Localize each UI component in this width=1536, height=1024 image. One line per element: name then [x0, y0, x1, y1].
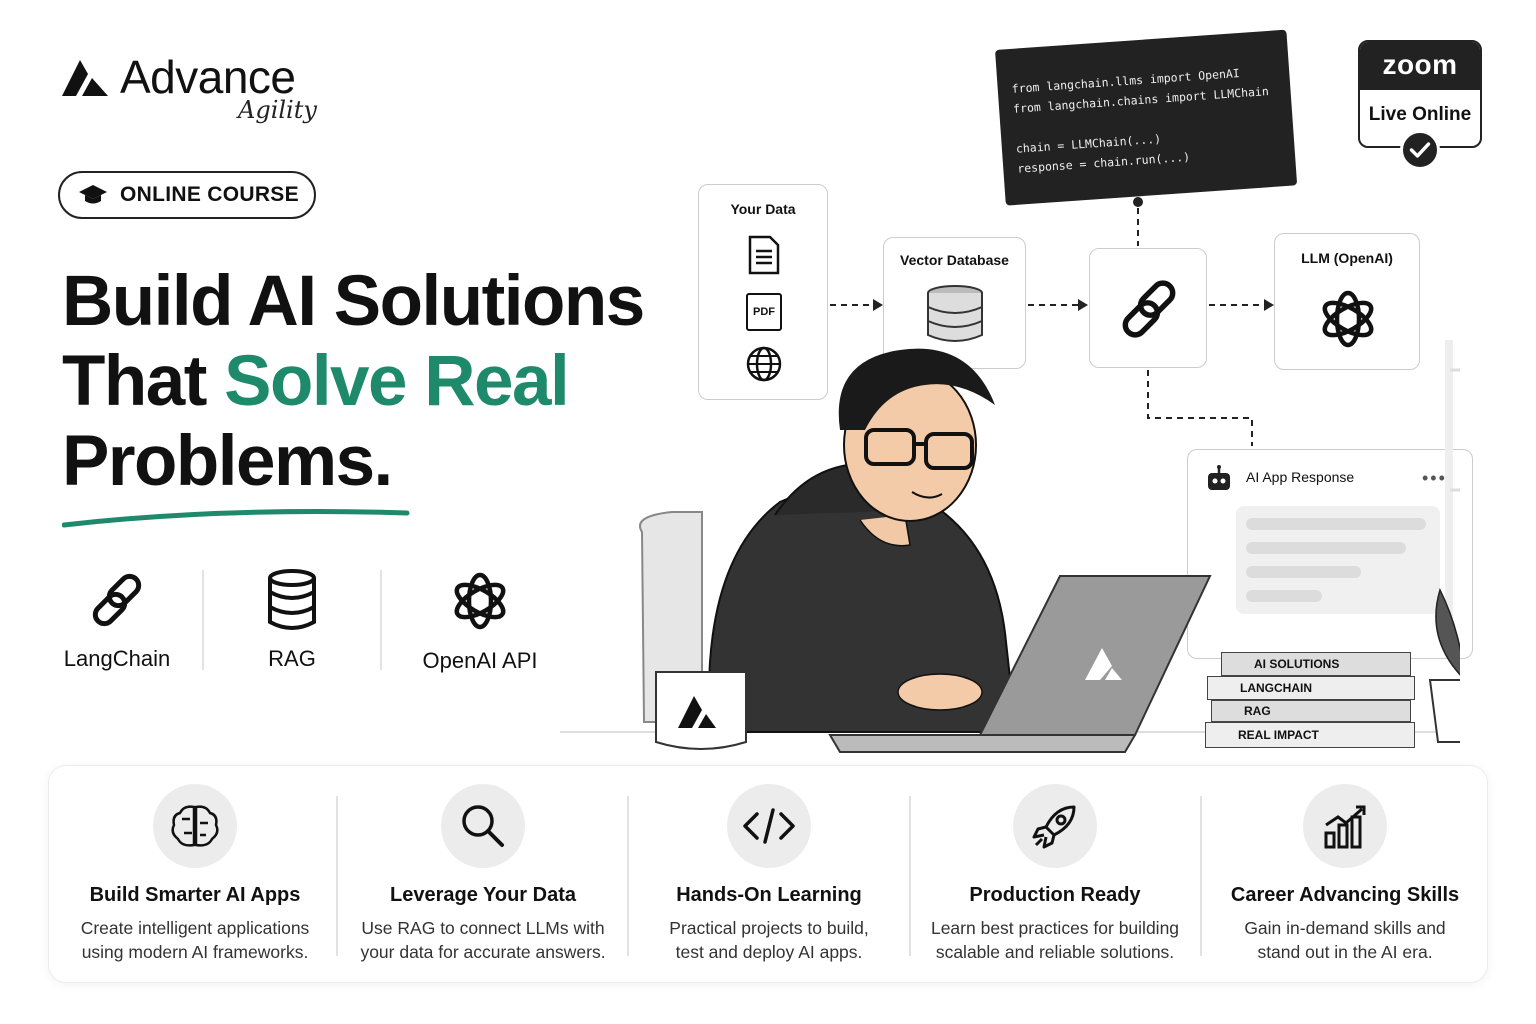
feature-divider	[909, 796, 911, 956]
feature-desc-line: test and deploy AI apps.	[675, 942, 863, 962]
feature-desc: Practical projects to build, test and dep…	[623, 916, 915, 964]
online-course-badge: ONLINE COURSE	[58, 171, 316, 219]
badge-label: ONLINE COURSE	[120, 183, 299, 206]
feature-hands-on: Hands-On Learning Practical projects to …	[623, 784, 915, 964]
book: LANGCHAIN	[1207, 676, 1415, 700]
headline-line-2: That Solve Real	[62, 342, 644, 422]
openai-icon	[1322, 290, 1374, 348]
feature-leverage-data: Leverage Your Data Use RAG to connect LL…	[337, 784, 629, 964]
tech-label: OpenAI API	[422, 648, 538, 673]
pdf-label: PDF	[753, 306, 775, 318]
document-icon	[748, 235, 780, 275]
feature-divider	[1200, 796, 1202, 956]
feature-desc-line: using modern AI frameworks.	[81, 942, 309, 962]
graduation-cap-icon	[79, 185, 107, 204]
globe-icon	[746, 346, 782, 382]
database-icon	[268, 569, 316, 630]
headline-underline	[62, 509, 410, 528]
response-line	[1246, 590, 1322, 602]
feature-desc-line: Practical projects to build,	[669, 918, 869, 938]
tech-label: RAG	[268, 646, 316, 671]
growth-chart-icon	[1303, 784, 1387, 868]
page-title: Build AI Solutions That Solve Real Probl…	[62, 262, 645, 502]
tech-divider	[202, 570, 204, 670]
more-options-icon[interactable]: •••	[1422, 468, 1447, 488]
search-icon	[441, 784, 525, 868]
chain-link-icon	[1122, 280, 1176, 338]
book: AI SOLUTIONS	[1221, 652, 1411, 676]
feature-desc: Use RAG to connect LLMs with your data fo…	[337, 916, 629, 964]
book: REAL IMPACT	[1205, 722, 1415, 748]
feature-title: Leverage Your Data	[389, 884, 576, 906]
llm-card: LLM (OpenAI)	[1274, 233, 1420, 370]
feature-desc-line: stand out in the AI era.	[1257, 942, 1433, 962]
tech-divider	[380, 570, 382, 670]
vector-database-title: Vector Database	[900, 252, 1009, 268]
langchain-node-card	[1089, 248, 1207, 368]
headline-accent: Solve Real	[224, 342, 570, 421]
vector-database-card: Vector Database	[883, 237, 1026, 369]
response-line	[1246, 542, 1406, 554]
headline-line-1: Build AI Solutions	[62, 262, 645, 341]
feature-desc-line: your data for accurate answers.	[360, 942, 606, 962]
chain-link-icon	[92, 573, 142, 627]
openai-icon	[454, 572, 506, 630]
feature-divider	[336, 796, 338, 956]
response-line	[1246, 518, 1426, 530]
brand-logo-icon	[62, 60, 108, 96]
brain-icon	[153, 784, 237, 868]
ai-response-card: AI App Response •••	[1187, 449, 1473, 659]
feature-desc: Create intelligent applications using mod…	[49, 916, 341, 964]
checkmark-icon	[1400, 130, 1440, 170]
developer-illustration	[560, 340, 1460, 753]
feature-desc-line: Learn best practices for building	[930, 918, 1180, 938]
features-strip: Build Smarter AI Apps Create intelligent…	[48, 765, 1488, 983]
feature-title: Build Smarter AI Apps	[89, 884, 301, 906]
book-stack: AI SOLUTIONS LANGCHAIN RAG REAL IMPACT	[1205, 652, 1415, 752]
ai-response-title: AI App Response	[1246, 469, 1355, 485]
response-bubble	[1236, 506, 1440, 614]
feature-divider	[627, 796, 629, 956]
feature-build-smarter: Build Smarter AI Apps Create intelligent…	[49, 784, 341, 964]
zoom-badge: zoom Live Online	[1358, 40, 1482, 148]
database-icon	[927, 285, 983, 342]
headline-line-3: Problems.	[62, 422, 393, 501]
tech-label: LangChain	[63, 646, 171, 671]
rocket-icon	[1013, 784, 1097, 868]
feature-desc: Gain in-demand skills and stand out in th…	[1199, 916, 1491, 964]
llm-title: LLM (OpenAI)	[1301, 250, 1393, 266]
your-data-card: Your Data PDF	[698, 184, 828, 400]
code-icon	[727, 784, 811, 868]
brand-tagline: Agility	[238, 96, 317, 124]
response-line	[1246, 566, 1361, 578]
feature-career-skills: Career Advancing Skills Gain in-demand s…	[1199, 784, 1491, 964]
feature-title: Production Ready	[969, 884, 1141, 906]
feature-title: Career Advancing Skills	[1230, 884, 1460, 906]
headline-line-2-text: That	[62, 342, 225, 421]
tech-langchain: LangChain	[52, 568, 182, 672]
live-online-label: Live Online	[1368, 104, 1472, 125]
tech-openai: OpenAI API	[405, 568, 555, 674]
feature-desc-line: Use RAG to connect LLMs with	[361, 918, 605, 938]
pdf-icon: PDF	[746, 293, 782, 331]
feature-desc-line: scalable and reliable solutions.	[935, 942, 1175, 962]
feature-production-ready: Production Ready Learn best practices fo…	[909, 784, 1201, 964]
feature-desc-line: Gain in-demand skills and	[1244, 918, 1446, 938]
brand-name: Advance	[120, 51, 296, 103]
your-data-title: Your Data	[730, 201, 796, 217]
tech-rag: RAG	[232, 568, 352, 672]
feature-desc-line: Create intelligent applications	[80, 918, 310, 938]
robot-icon	[1208, 465, 1230, 490]
feature-desc: Learn best practices for building scalabl…	[909, 916, 1201, 964]
book: RAG	[1211, 700, 1411, 722]
zoom-brand: zoom	[1360, 42, 1480, 90]
feature-title: Hands-On Learning	[676, 884, 862, 906]
